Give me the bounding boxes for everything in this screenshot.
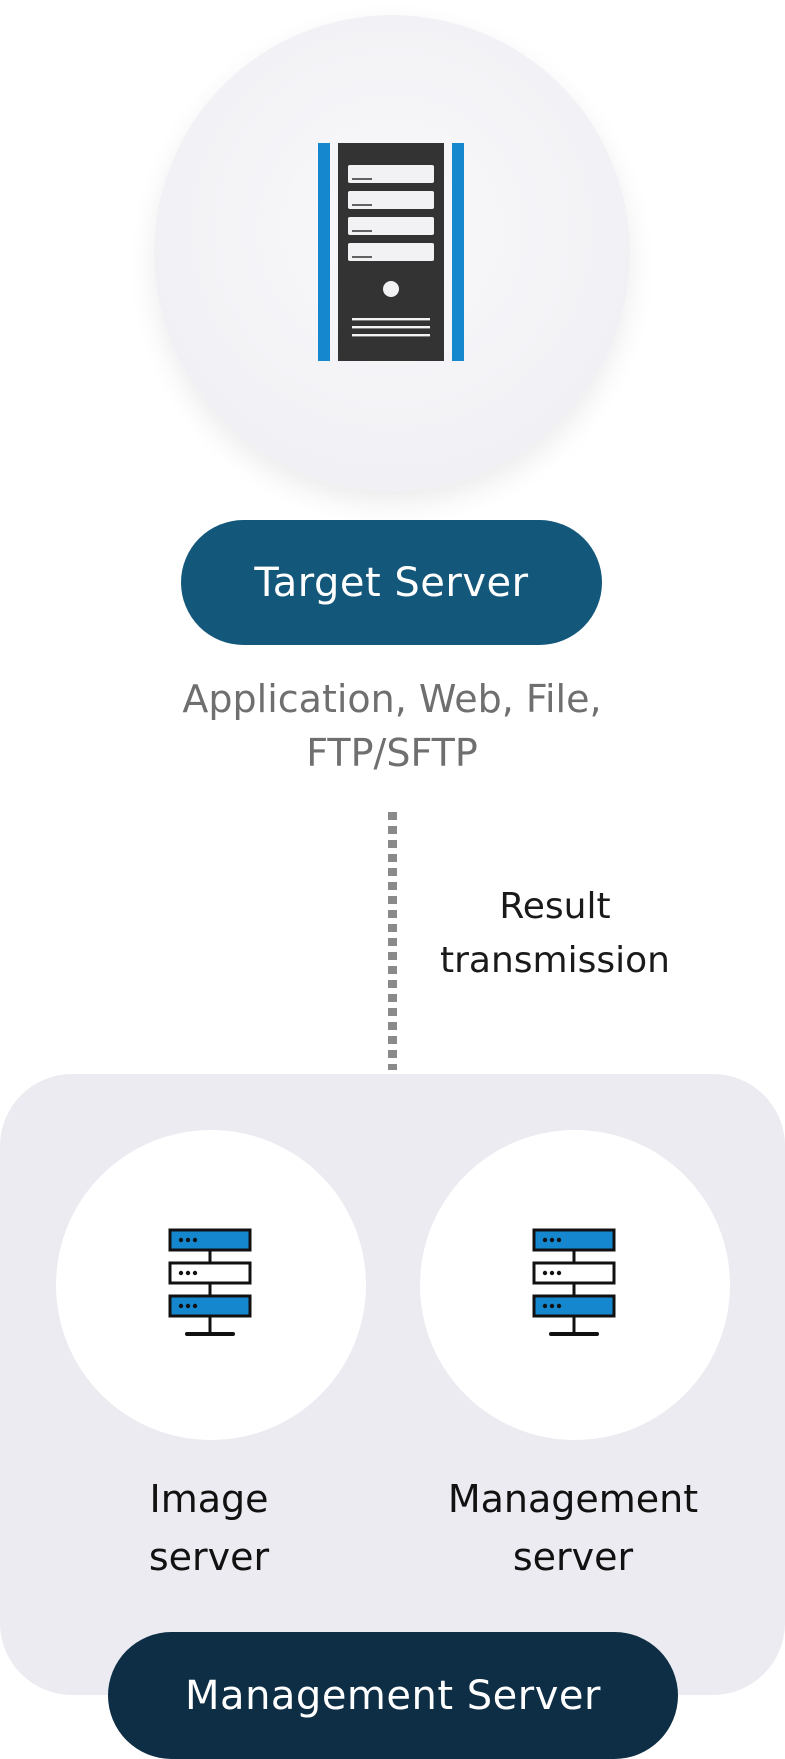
target-server-description: Application, Web, File, FTP/SFTP xyxy=(150,672,634,780)
target-server-label: Target Server xyxy=(254,559,529,606)
management-server-node-label: Management server xyxy=(408,1470,738,1586)
target-description-line: Application, Web, File, xyxy=(182,677,602,721)
result-label-line: Result xyxy=(499,886,611,927)
management-server-pill: Management Server xyxy=(108,1632,678,1759)
server-rack-icon xyxy=(532,1228,616,1336)
image-server-label: Image server xyxy=(44,1470,374,1586)
node-label-line: Image xyxy=(149,1477,269,1521)
server-rack-icon xyxy=(168,1228,252,1336)
result-label-line: transmission xyxy=(440,940,670,981)
result-transmission-label: Result transmission xyxy=(420,880,690,988)
management-server-pill-label: Management Server xyxy=(185,1672,601,1719)
node-label-line: Management xyxy=(447,1477,699,1521)
dotted-connector-line xyxy=(388,812,397,1070)
target-description-line: FTP/SFTP xyxy=(306,731,478,775)
tower-server-icon xyxy=(318,143,464,361)
target-server-pill: Target Server xyxy=(181,520,602,645)
node-label-line: server xyxy=(512,1535,634,1579)
node-label-line: server xyxy=(148,1535,270,1579)
